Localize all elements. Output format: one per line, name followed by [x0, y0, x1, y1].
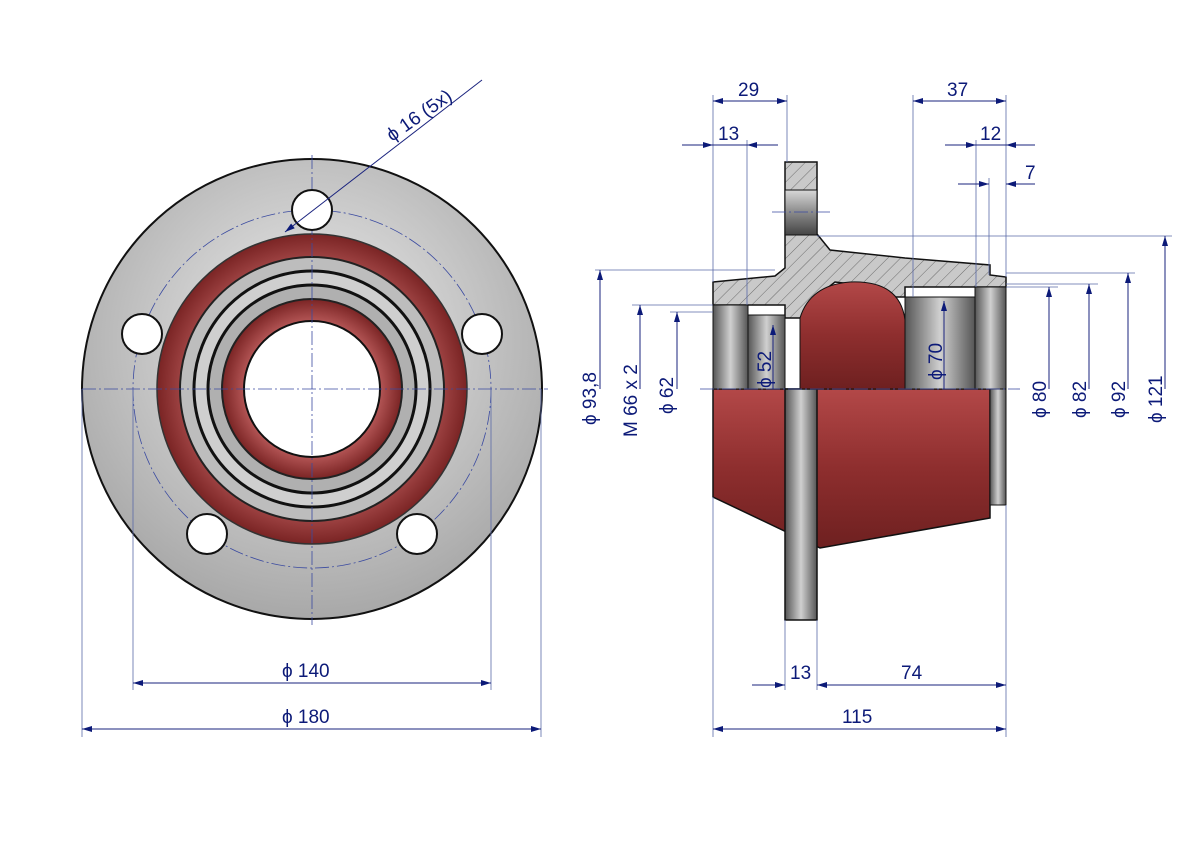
od-label: ϕ 180 [282, 707, 330, 728]
dim-12: 12 [980, 124, 1001, 145]
bore-52 [747, 314, 786, 390]
bolt-holes [121, 189, 503, 555]
dim-115: 115 [842, 707, 872, 728]
section-view: 29 13 37 12 7 13 74 115 ϕ 93,8 M 66 x 2 … [580, 80, 1172, 737]
dim-37: 37 [947, 80, 968, 101]
flange-exterior [784, 388, 818, 621]
dim-70: ϕ 70 [926, 343, 947, 380]
dim-93-8: ϕ 93,8 [580, 372, 601, 425]
dim-7: 7 [1025, 163, 1036, 184]
hub-end-step [989, 388, 1007, 506]
flange-bolt-hole-section [784, 189, 818, 236]
dim-13-top: 13 [718, 124, 739, 145]
bolt-hole [186, 513, 228, 555]
dim-92: ϕ 92 [1109, 381, 1130, 418]
dim-74: 74 [901, 663, 923, 684]
bolt-hole [396, 513, 438, 555]
bolt-hole [121, 313, 163, 355]
pcd-label: ϕ 140 [282, 661, 330, 682]
dim-29: 29 [738, 80, 759, 101]
inner-cavity [799, 281, 906, 390]
bearing-seat-70 [904, 296, 976, 390]
bolt-hole [461, 313, 503, 355]
dim-52: ϕ 52 [755, 351, 776, 388]
dim-62: ϕ 62 [657, 377, 678, 414]
bearing-seat-80 [974, 286, 1007, 390]
front-view: ϕ 16 (5x) ϕ 140 ϕ 180 [81, 79, 548, 737]
dim-82: ϕ 82 [1070, 381, 1091, 418]
threaded-bore [712, 304, 749, 390]
dim-13-bottom: 13 [790, 663, 811, 684]
hole-leader [284, 79, 483, 233]
bolt-hole [291, 189, 333, 231]
dim-80: ϕ 80 [1030, 381, 1051, 418]
dim-thread: M 66 x 2 [621, 364, 642, 437]
hole-callout: ϕ 16 (5x) [383, 86, 457, 146]
dim-121: ϕ 121 [1146, 375, 1167, 423]
hub-exterior [712, 388, 991, 549]
